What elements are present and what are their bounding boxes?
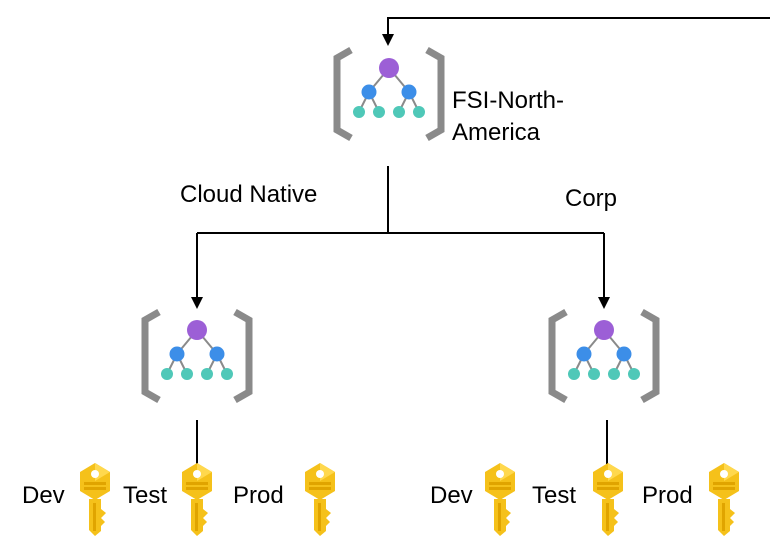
right-prod-label: Prod: [642, 482, 693, 509]
left-dev-label: Dev: [22, 482, 65, 509]
connector-lines: [191, 17, 770, 486]
incoming-arrow: [382, 17, 770, 46]
right-dev-key-icon: [485, 463, 515, 536]
corp-management-group-icon: [552, 312, 656, 400]
root-management-group-icon: [337, 50, 441, 138]
right-test-key-icon: [593, 463, 623, 536]
cloud-native-label: Cloud Native: [180, 181, 317, 208]
left-dev-key-icon: [80, 463, 110, 536]
left-test-key-icon: [182, 463, 212, 536]
root-name-line1: FSI-North-: [452, 87, 564, 114]
right-dev-label: Dev: [430, 482, 473, 509]
root-name-line2: America: [452, 119, 541, 146]
corp-label: Corp: [565, 185, 617, 212]
left-prod-key-icon: [305, 463, 335, 536]
left-prod-label: Prod: [233, 482, 284, 509]
right-prod-key-icon: [709, 463, 739, 536]
left-test-label: Test: [123, 482, 167, 509]
right-test-label: Test: [532, 482, 576, 509]
cloud-native-management-group-icon: [145, 312, 249, 400]
